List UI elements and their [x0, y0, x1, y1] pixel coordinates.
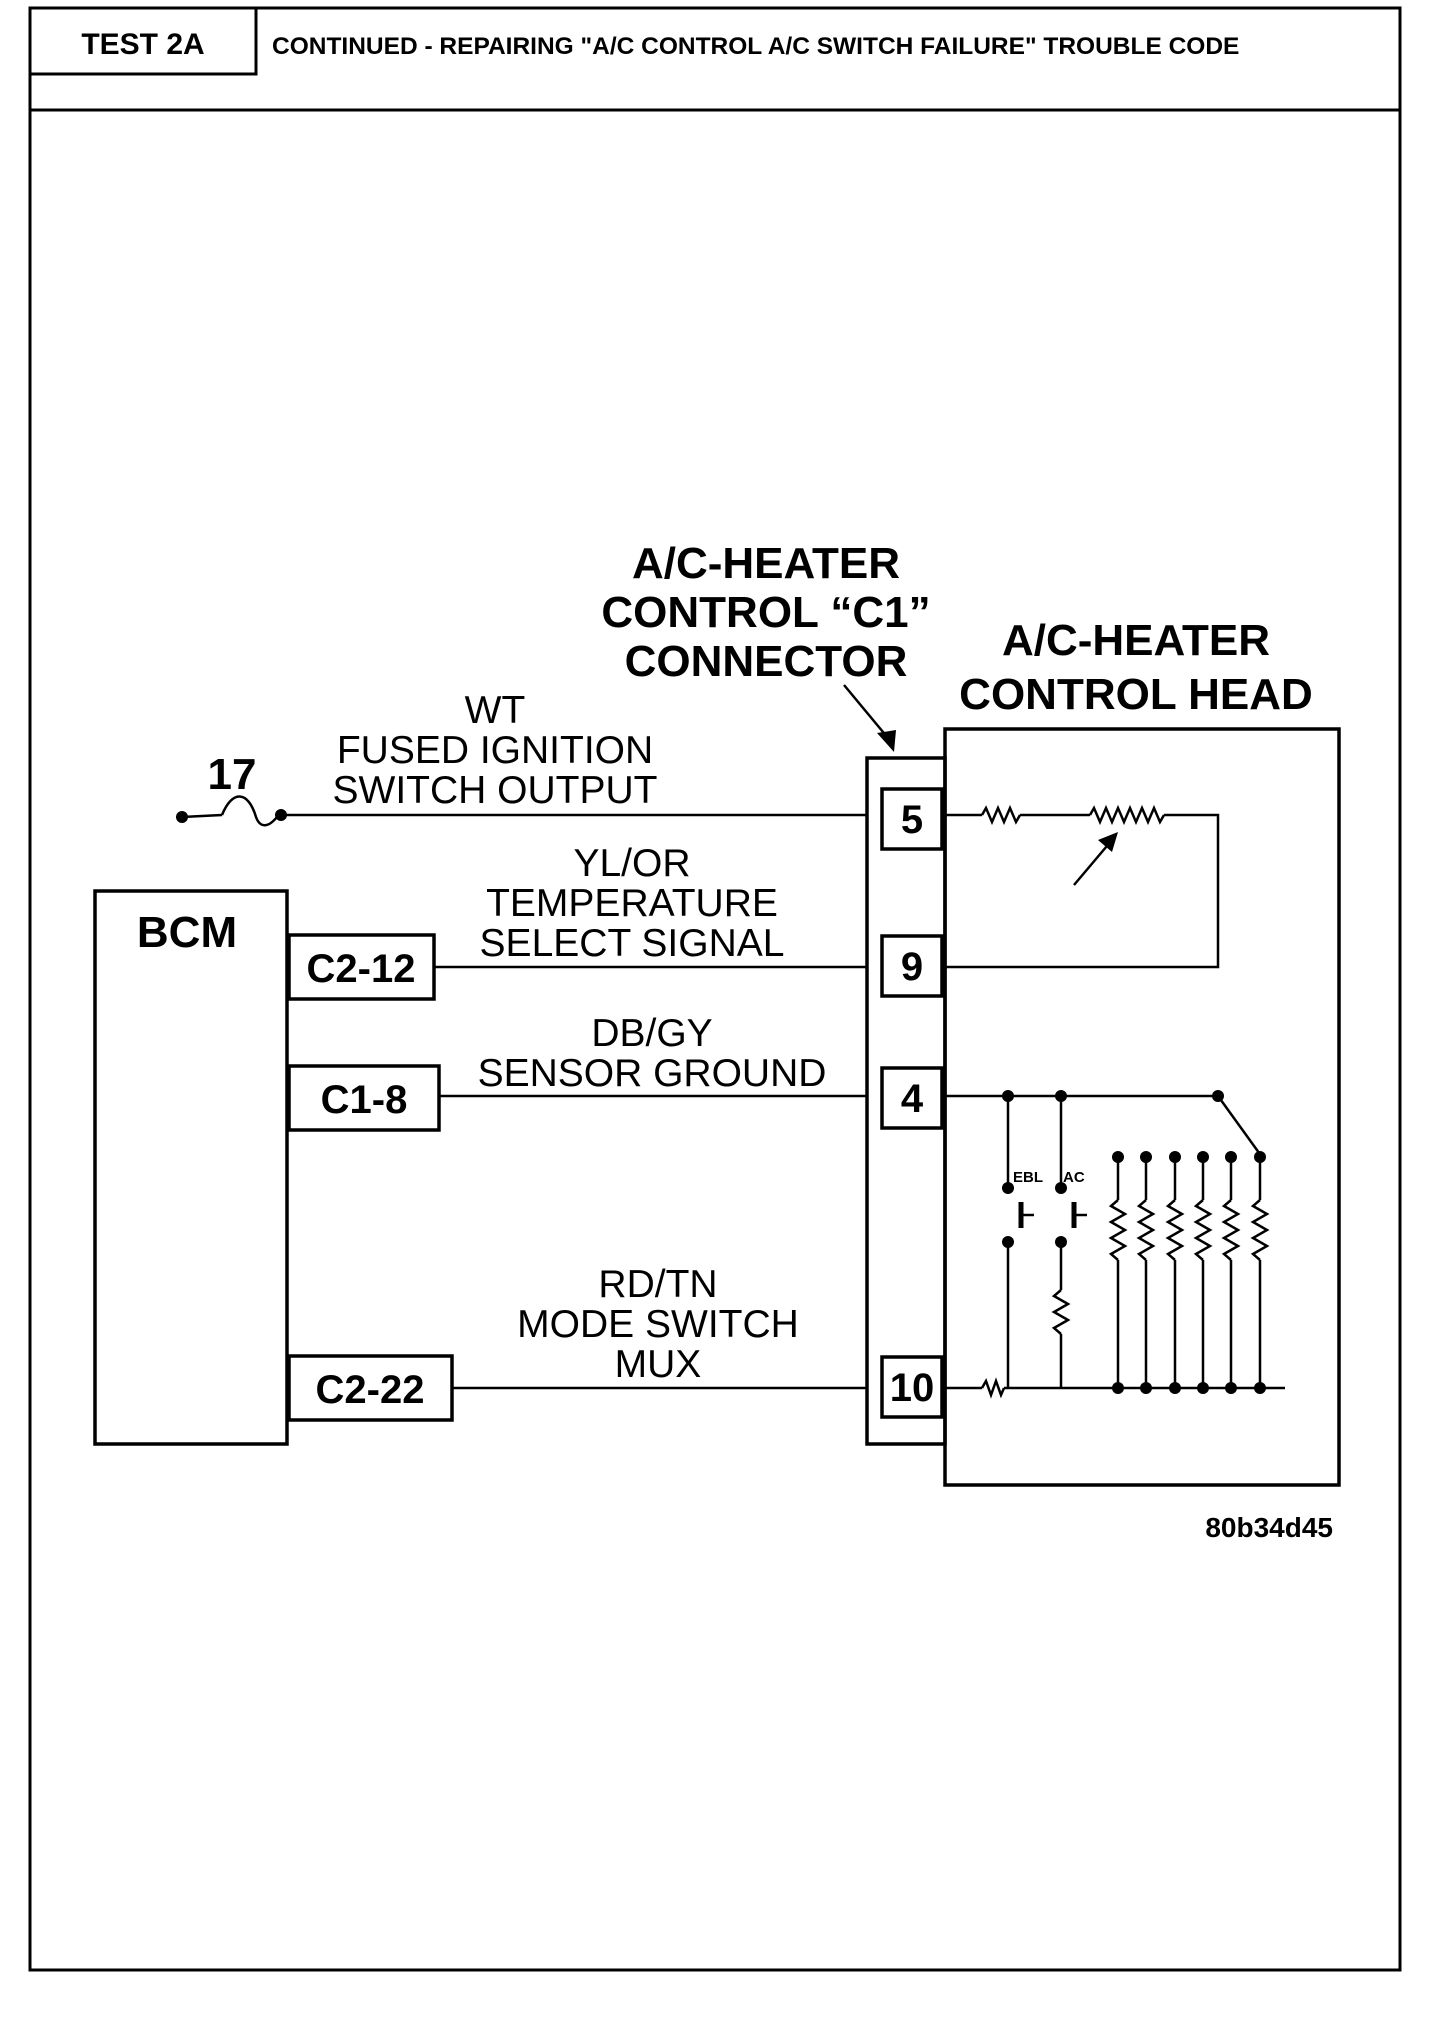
mode-switch-blade — [1216, 1095, 1264, 1158]
fixed-resistor — [980, 804, 1022, 826]
control-head-title-line2: CONTROL HEAD — [959, 670, 1313, 719]
test-id-box — [28, 6, 258, 76]
connector-pointer — [843, 684, 889, 739]
bcm-pin-c2-22-label: C2-22 — [316, 1368, 425, 1412]
bcm-label: BCM — [137, 908, 237, 957]
bcm-pin-c1-8-box — [287, 1064, 441, 1132]
connector-title-line1: A/C-HEATER — [632, 539, 900, 588]
bcm-box — [93, 889, 289, 1446]
connector-title-line2: CONTROL “C1” — [601, 588, 930, 637]
resistor-ladder — [1108, 1151, 1270, 1394]
wire-wt-desc-2: SWITCH OUTPUT — [333, 769, 658, 812]
bcm-pin-c2-12-label: C2-12 — [307, 947, 416, 991]
wire-wt-color: WT — [465, 689, 526, 732]
pin-9-label: 9 — [901, 945, 923, 989]
pin-5-box — [880, 787, 944, 851]
pot-return — [945, 813, 1220, 969]
ladder-leg-6 — [1250, 1151, 1270, 1394]
pot-wiper-arrowhead — [1098, 832, 1118, 852]
ladder-leg-2 — [1136, 1151, 1156, 1394]
ladder-leg-3 — [1165, 1151, 1185, 1394]
fuse-lead-left — [181, 813, 223, 819]
connector-title-line3: CONNECTOR — [625, 637, 908, 686]
pin10-resistor — [980, 1377, 1006, 1399]
pin-4-label: 4 — [901, 1077, 924, 1121]
ladder-leg-1 — [1108, 1151, 1128, 1394]
wire-yl-or-desc-2: SELECT SIGNAL — [480, 922, 785, 965]
control-head-box — [943, 727, 1341, 1487]
ac-switch-label: AC — [1063, 1169, 1085, 1186]
wire-db-gy-desc-1: SENSOR GROUND — [478, 1052, 827, 1095]
ladder-leg-5 — [1221, 1151, 1241, 1394]
control-head-title-line1: A/C-HEATER — [1002, 616, 1270, 665]
bcm-pin-c1-8-label: C1-8 — [321, 1078, 408, 1122]
wire-rd-tn-color: RD/TN — [598, 1263, 717, 1306]
pin-5-label: 5 — [901, 798, 923, 842]
wire-db-gy-color: DB/GY — [591, 1012, 712, 1055]
wire-wt-desc-1: FUSED IGNITION — [337, 729, 653, 772]
page-frame — [28, 6, 1402, 1972]
figure-id: 80b34d45 — [1205, 1512, 1333, 1543]
wire-yl-or-color: YL/OR — [573, 842, 690, 885]
wire-yl-or-desc-1: TEMPERATURE — [486, 882, 778, 925]
potentiometer — [1088, 804, 1166, 826]
header-title: CONTINUED - REPAIRING "A/C CONTROL A/C S… — [272, 33, 1239, 60]
wire-rd-tn-desc-2: MUX — [615, 1343, 702, 1386]
ac-upper-contact — [1055, 1182, 1067, 1194]
fuse-number: 17 — [208, 750, 257, 799]
ladder-leg-4 — [1193, 1151, 1213, 1394]
wire-rd-tn-desc-1: MODE SWITCH — [517, 1303, 799, 1346]
test-id: TEST 2A — [81, 28, 204, 61]
ebl-switch-label: EBL — [1013, 1169, 1043, 1186]
pin-10-label: 10 — [890, 1366, 935, 1410]
pin-10-box — [880, 1355, 944, 1419]
connector-pointer-arrowhead — [877, 730, 896, 752]
pot-wiper-arrow — [1073, 839, 1113, 886]
fuse-symbol — [220, 795, 278, 827]
pin-9-box — [880, 934, 944, 998]
ebl-upper-contact — [1002, 1182, 1014, 1194]
ac-resistor — [1051, 1289, 1071, 1335]
pin-4-box — [880, 1066, 944, 1130]
